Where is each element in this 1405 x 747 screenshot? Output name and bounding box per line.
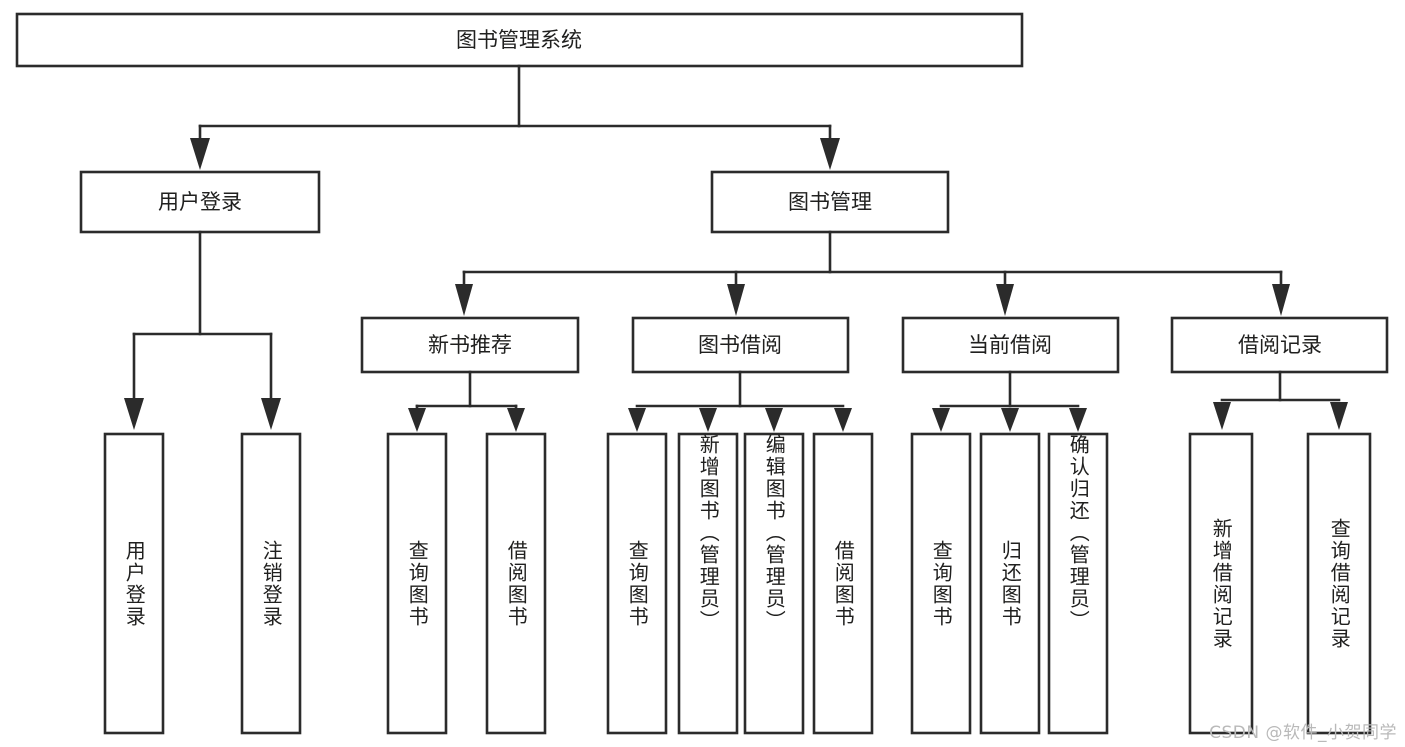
node-borrow-record-label: 借阅记录 <box>1238 333 1322 357</box>
leaf-box-query-book-3[interactable] <box>910 432 972 735</box>
node-current-borrow[interactable]: 当前借阅 <box>901 316 1120 374</box>
leaf-box-user-logout[interactable] <box>240 432 302 735</box>
arrowhead-leaf-borrow-book-1 <box>507 408 525 432</box>
leaf-box-query-record[interactable] <box>1306 432 1372 735</box>
node-user-login-label: 用户登录 <box>158 190 242 214</box>
node-book-management-label: 图书管理 <box>788 190 872 214</box>
leaf-box-borrow-book-1[interactable] <box>485 432 547 735</box>
leaf-box-query-book-1[interactable] <box>386 432 448 735</box>
node-new-book-recommend[interactable]: 新书推荐 <box>360 316 580 374</box>
node-book-borrow[interactable]: 图书借阅 <box>631 316 850 374</box>
leaf-box-borrow-book-2[interactable] <box>812 432 874 735</box>
arrowhead-user-login <box>190 138 210 170</box>
arrowhead-leaf-user-login <box>124 398 144 430</box>
arrowhead-leaf-query-record <box>1330 402 1348 430</box>
arrowhead-book-management <box>820 138 840 170</box>
node-user-login[interactable]: 用户登录 <box>79 170 321 234</box>
arrowhead-book-borrow <box>727 284 745 316</box>
node-book-management[interactable]: 图书管理 <box>710 170 950 234</box>
leaf-box-user-login[interactable] <box>103 432 165 735</box>
leaf-box-add-record[interactable] <box>1188 432 1254 735</box>
arrowhead-current-borrow <box>996 284 1014 316</box>
node-current-borrow-label: 当前借阅 <box>968 333 1052 357</box>
arrowhead-leaf-query-book-3 <box>932 408 950 432</box>
arrowhead-leaf-query-book-1 <box>408 408 426 432</box>
arrowhead-leaf-borrow-book-2 <box>834 408 852 432</box>
arrowhead-leaf-add-book <box>699 408 717 432</box>
leaf-box-add-book[interactable] <box>677 432 739 735</box>
arrowhead-borrow-record <box>1272 284 1290 316</box>
node-book-management-box <box>710 170 950 234</box>
leaf-box-query-book-2[interactable] <box>606 432 668 735</box>
node-new-book-recommend-label: 新书推荐 <box>428 333 512 357</box>
csdn-watermark: CSDN @软件_小贺同学 <box>1209 723 1397 743</box>
node-book-borrow-box <box>631 316 850 374</box>
node-root-box <box>15 12 1024 68</box>
node-root[interactable]: 图书管理系统 <box>15 12 1024 68</box>
arrowhead-leaf-edit-book <box>765 408 783 432</box>
node-root-label: 图书管理系统 <box>456 28 582 52</box>
arrowhead-leaf-query-book-2 <box>628 408 646 432</box>
leaf-box-confirm-return[interactable] <box>1047 432 1109 735</box>
node-current-borrow-box <box>901 316 1120 374</box>
node-borrow-record-box <box>1170 316 1389 374</box>
node-book-borrow-label: 图书借阅 <box>698 333 782 357</box>
node-borrow-record[interactable]: 借阅记录 <box>1170 316 1389 374</box>
arrowhead-leaf-add-record <box>1213 402 1231 430</box>
arrowhead-leaf-confirm-return <box>1069 408 1087 432</box>
arrowhead-leaf-user-logout <box>261 398 281 430</box>
node-new-book-recommend-box <box>360 316 580 374</box>
leaf-box-return-book[interactable] <box>979 432 1041 735</box>
arrowhead-leaf-return-book <box>1001 408 1019 432</box>
arrowhead-new-book-recommend <box>455 284 473 316</box>
leaf-box-edit-book[interactable] <box>743 432 805 735</box>
